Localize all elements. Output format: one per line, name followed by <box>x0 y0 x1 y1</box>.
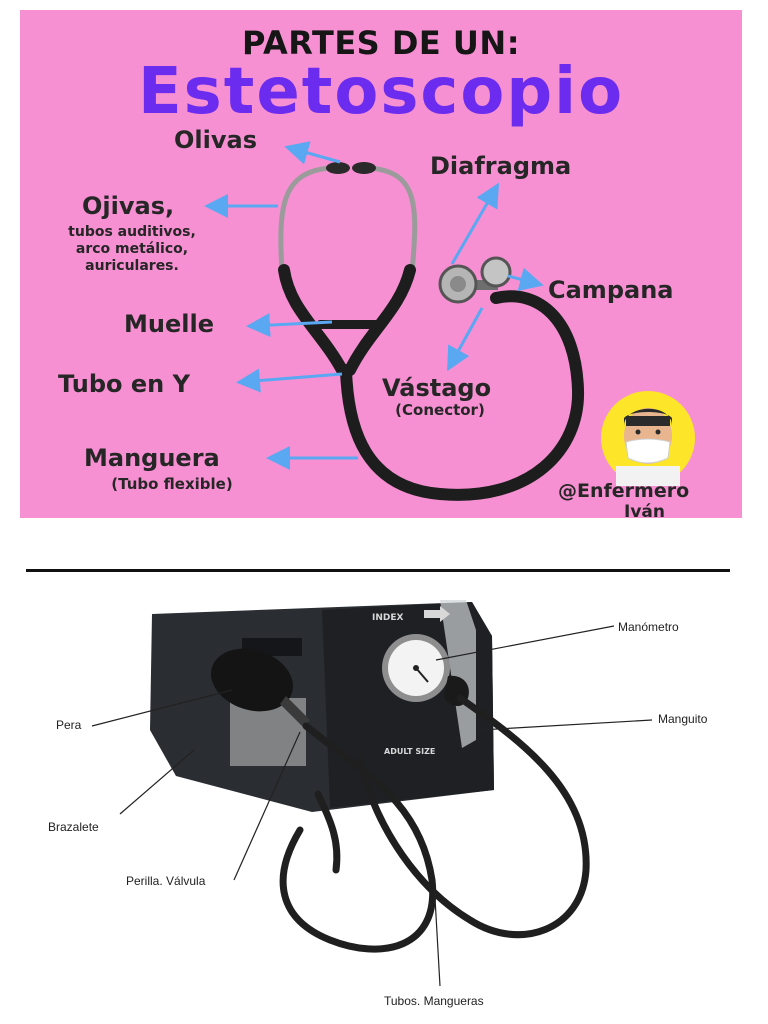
label-manometro: Manómetro <box>618 620 679 634</box>
spring-bar <box>317 320 379 329</box>
label-campana: Campana <box>548 276 674 304</box>
chestpiece-stem <box>468 280 498 290</box>
eartip-left <box>326 162 350 174</box>
label-pera: Pera <box>56 718 82 732</box>
label-manguito: Manguito <box>658 712 708 726</box>
poster-title: Estetoscopio <box>137 55 625 129</box>
label-ojivas-sub-3: auriculares. <box>85 258 179 274</box>
label-manguera-sub: (Tubo flexible) <box>111 475 233 493</box>
section-divider <box>26 569 730 572</box>
index-arrow-icon <box>424 606 450 622</box>
stethoscope-poster: PARTES DE UN: Estetoscopio Olivas Ojivas… <box>20 10 742 518</box>
author-handle: @Enfermero <box>558 480 690 502</box>
upper-tube-left <box>278 264 348 376</box>
bell-head <box>480 256 512 288</box>
bulb <box>210 648 294 712</box>
label-vastago-sub: (Conector) <box>395 401 485 419</box>
pointer-pera <box>91 689 233 727</box>
label-perilla: Perilla. Válvula <box>126 874 206 888</box>
pointer-perilla <box>233 731 301 881</box>
label-olivas: Olivas <box>174 126 257 154</box>
upper-tube-right <box>344 264 416 376</box>
stethoscope-illustration <box>204 141 585 501</box>
tube-3 <box>314 790 341 874</box>
label-vastago: Vástago <box>382 374 492 402</box>
tube-1 <box>279 722 437 953</box>
valve <box>280 696 310 728</box>
avatar-icon <box>601 391 695 486</box>
label-manguera: Manguera <box>84 444 220 472</box>
sphygmomanometer-photo: INDEX ADULT SIZE <box>91 600 653 987</box>
label-brazalete: Brazalete <box>48 820 99 834</box>
label-ojivas: Ojivas, <box>82 192 175 220</box>
pointer-manguito <box>479 719 653 731</box>
cuff-size-text: ADULT SIZE <box>384 747 435 756</box>
pointer-brazalete <box>119 749 195 815</box>
label-ojivas-sub-2: arco metálico, <box>75 241 189 257</box>
label-diafragma: Diafragma <box>430 152 572 180</box>
arrow-campana <box>507 267 544 291</box>
ear-tube-left <box>278 165 331 273</box>
ear-tube-right <box>369 165 418 273</box>
eartip-right <box>352 162 376 174</box>
pointer-tubos <box>433 879 441 987</box>
main-tube <box>340 290 585 501</box>
label-ojivas-sub-1: tubos auditivos, <box>68 224 196 240</box>
arrow-vastago <box>447 307 484 372</box>
arrow-olivas <box>284 141 341 165</box>
label-tubos: Tubos. Mangueras <box>384 994 484 1008</box>
arrow-muelle <box>246 313 333 338</box>
arrow-tubo-y <box>236 368 343 393</box>
label-muelle: Muelle <box>124 310 214 338</box>
pointer-manometro <box>435 625 615 661</box>
cuff-label-patch <box>230 698 306 766</box>
author-name: Iván <box>624 502 665 518</box>
arrow-diafragma <box>450 182 500 265</box>
tube-2 <box>356 694 590 939</box>
label-tubo-y: Tubo en Y <box>58 370 190 398</box>
cuff-index-text: INDEX <box>372 613 403 623</box>
poster-heading: PARTES DE UN: <box>242 24 520 62</box>
